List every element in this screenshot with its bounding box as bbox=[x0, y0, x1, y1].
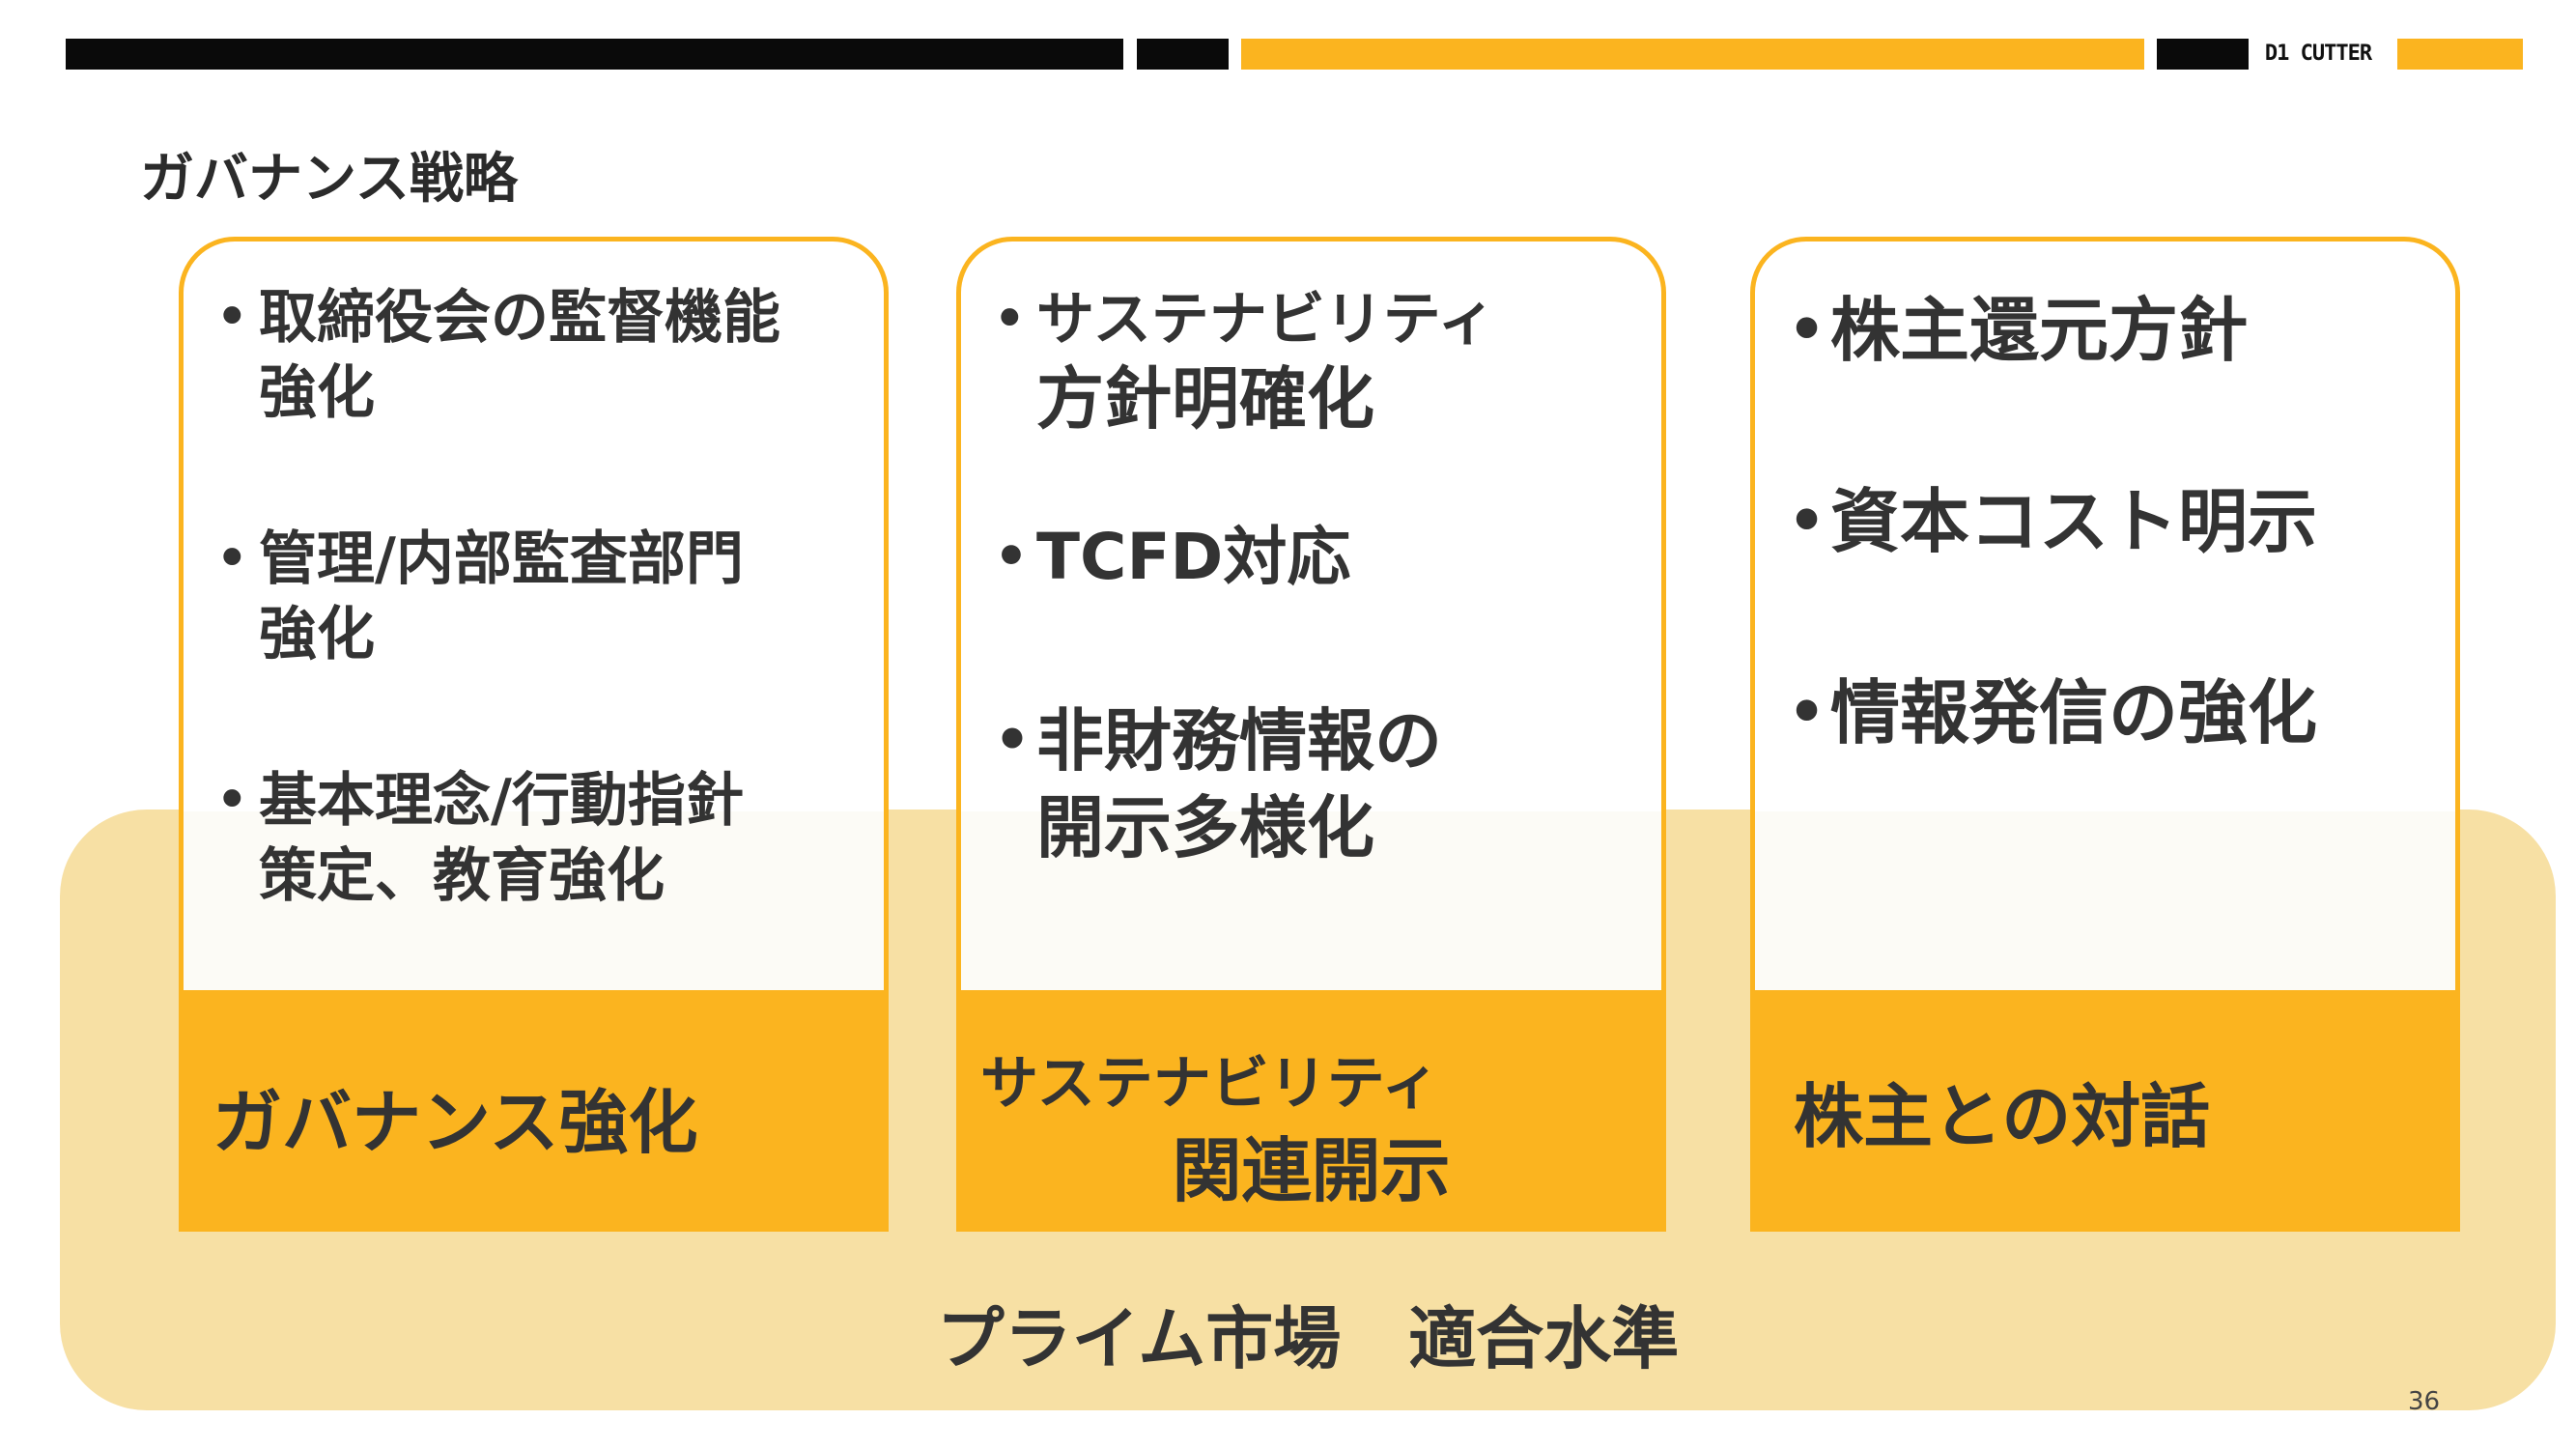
card-bullet-list: • 株主還元方針 • 資本コスト明示 • 情報発信の強化 bbox=[1784, 282, 2436, 761]
list-item: • 基本理念/行動指針 策定、教育強化 bbox=[212, 763, 864, 914]
card-footer-label: 株主との対話 bbox=[1794, 1076, 2211, 1157]
item-line: 非財務情報の bbox=[1036, 701, 1442, 781]
bullet-dot-icon: • bbox=[1788, 487, 1826, 555]
bullet-dot-icon: • bbox=[994, 291, 1026, 348]
list-item: • 管理/内部監査部門 強化 bbox=[212, 522, 864, 672]
item-line: 強化 bbox=[259, 601, 375, 668]
card-footer: 株主との対話 bbox=[1755, 990, 2455, 1227]
list-item: • TCFD対応 bbox=[990, 514, 1642, 601]
bullet-dot-icon: • bbox=[994, 526, 1029, 588]
card-sustainability: • サステナビリティ 方針明確化 • TCFD対応 • 非財務情報の 開示多様化… bbox=[956, 237, 1666, 1232]
bullet-dot-icon: • bbox=[994, 707, 1032, 774]
list-item: • 情報発信の強化 bbox=[1784, 665, 2436, 761]
item-line: 管理/内部監査部門 bbox=[259, 526, 744, 593]
item-line: 資本コスト明示 bbox=[1830, 481, 2318, 562]
bullet-dot-icon: • bbox=[216, 530, 248, 587]
card-bullet-list: • 取締役会の監督機能 強化 • 管理/内部監査部門 強化 • 基本理念/行動指… bbox=[212, 280, 864, 914]
card-footer: サステナビリティ 関連開示 bbox=[961, 990, 1661, 1227]
card-footer-label: ガバナンス強化 bbox=[212, 1082, 698, 1163]
card-footer-label: 関連開示 bbox=[1172, 1130, 1451, 1211]
item-line: TCFD対応 bbox=[1036, 520, 1351, 594]
item-line: 情報発信の強化 bbox=[1830, 672, 2318, 753]
item-line: サステナビリティ bbox=[1036, 286, 1496, 354]
bullet-dot-icon: • bbox=[1788, 296, 1826, 364]
item-line: 開示多様化 bbox=[1036, 788, 1374, 867]
list-item: • 資本コスト明示 bbox=[1784, 473, 2436, 570]
bullet-dot-icon: • bbox=[1788, 678, 1826, 747]
header-bar-black-right bbox=[2157, 39, 2249, 70]
list-item: • 株主還元方針 bbox=[1784, 282, 2436, 379]
list-item: • 取締役会の監督機能 強化 bbox=[212, 280, 864, 431]
list-item: • 非財務情報の 開示多様化 bbox=[990, 697, 1642, 871]
card-governance: • 取締役会の監督機能 強化 • 管理/内部監査部門 強化 • 基本理念/行動指… bbox=[179, 237, 889, 1232]
list-item: • サステナビリティ 方針明確化 bbox=[990, 280, 1642, 439]
card-bullet-list: • サステナビリティ 方針明確化 • TCFD対応 • 非財務情報の 開示多様化 bbox=[990, 280, 1642, 871]
bullet-dot-icon: • bbox=[216, 289, 248, 346]
page-number: 36 bbox=[2408, 1387, 2441, 1416]
card-shareholders: • 株主還元方針 • 資本コスト明示 • 情報発信の強化 株主との対話 bbox=[1750, 237, 2460, 1232]
header-bar-accent-right bbox=[2397, 39, 2523, 70]
item-line: 策定、教育強化 bbox=[259, 842, 665, 910]
header-bar-black bbox=[66, 39, 1123, 70]
header-bar-accent bbox=[1241, 39, 2144, 70]
item-line: 基本理念/行動指針 bbox=[259, 767, 744, 835]
item-line: 取締役会の監督機能 bbox=[259, 284, 780, 352]
header-bar-black-short bbox=[1137, 39, 1229, 70]
brand-logo: D1 CUTTER bbox=[2264, 42, 2372, 66]
card-footer-label: サステナビリティ bbox=[980, 1050, 1440, 1118]
slide-title: ガバナンス戦略 bbox=[140, 148, 518, 211]
bullet-dot-icon: • bbox=[216, 772, 248, 829]
item-line: 方針明確化 bbox=[1036, 359, 1374, 439]
card-footer: ガバナンス強化 bbox=[184, 990, 884, 1227]
base-label: プライム市場 適合水準 bbox=[936, 1299, 1680, 1378]
item-line: 強化 bbox=[259, 359, 375, 427]
item-line: 株主還元方針 bbox=[1830, 290, 2249, 371]
